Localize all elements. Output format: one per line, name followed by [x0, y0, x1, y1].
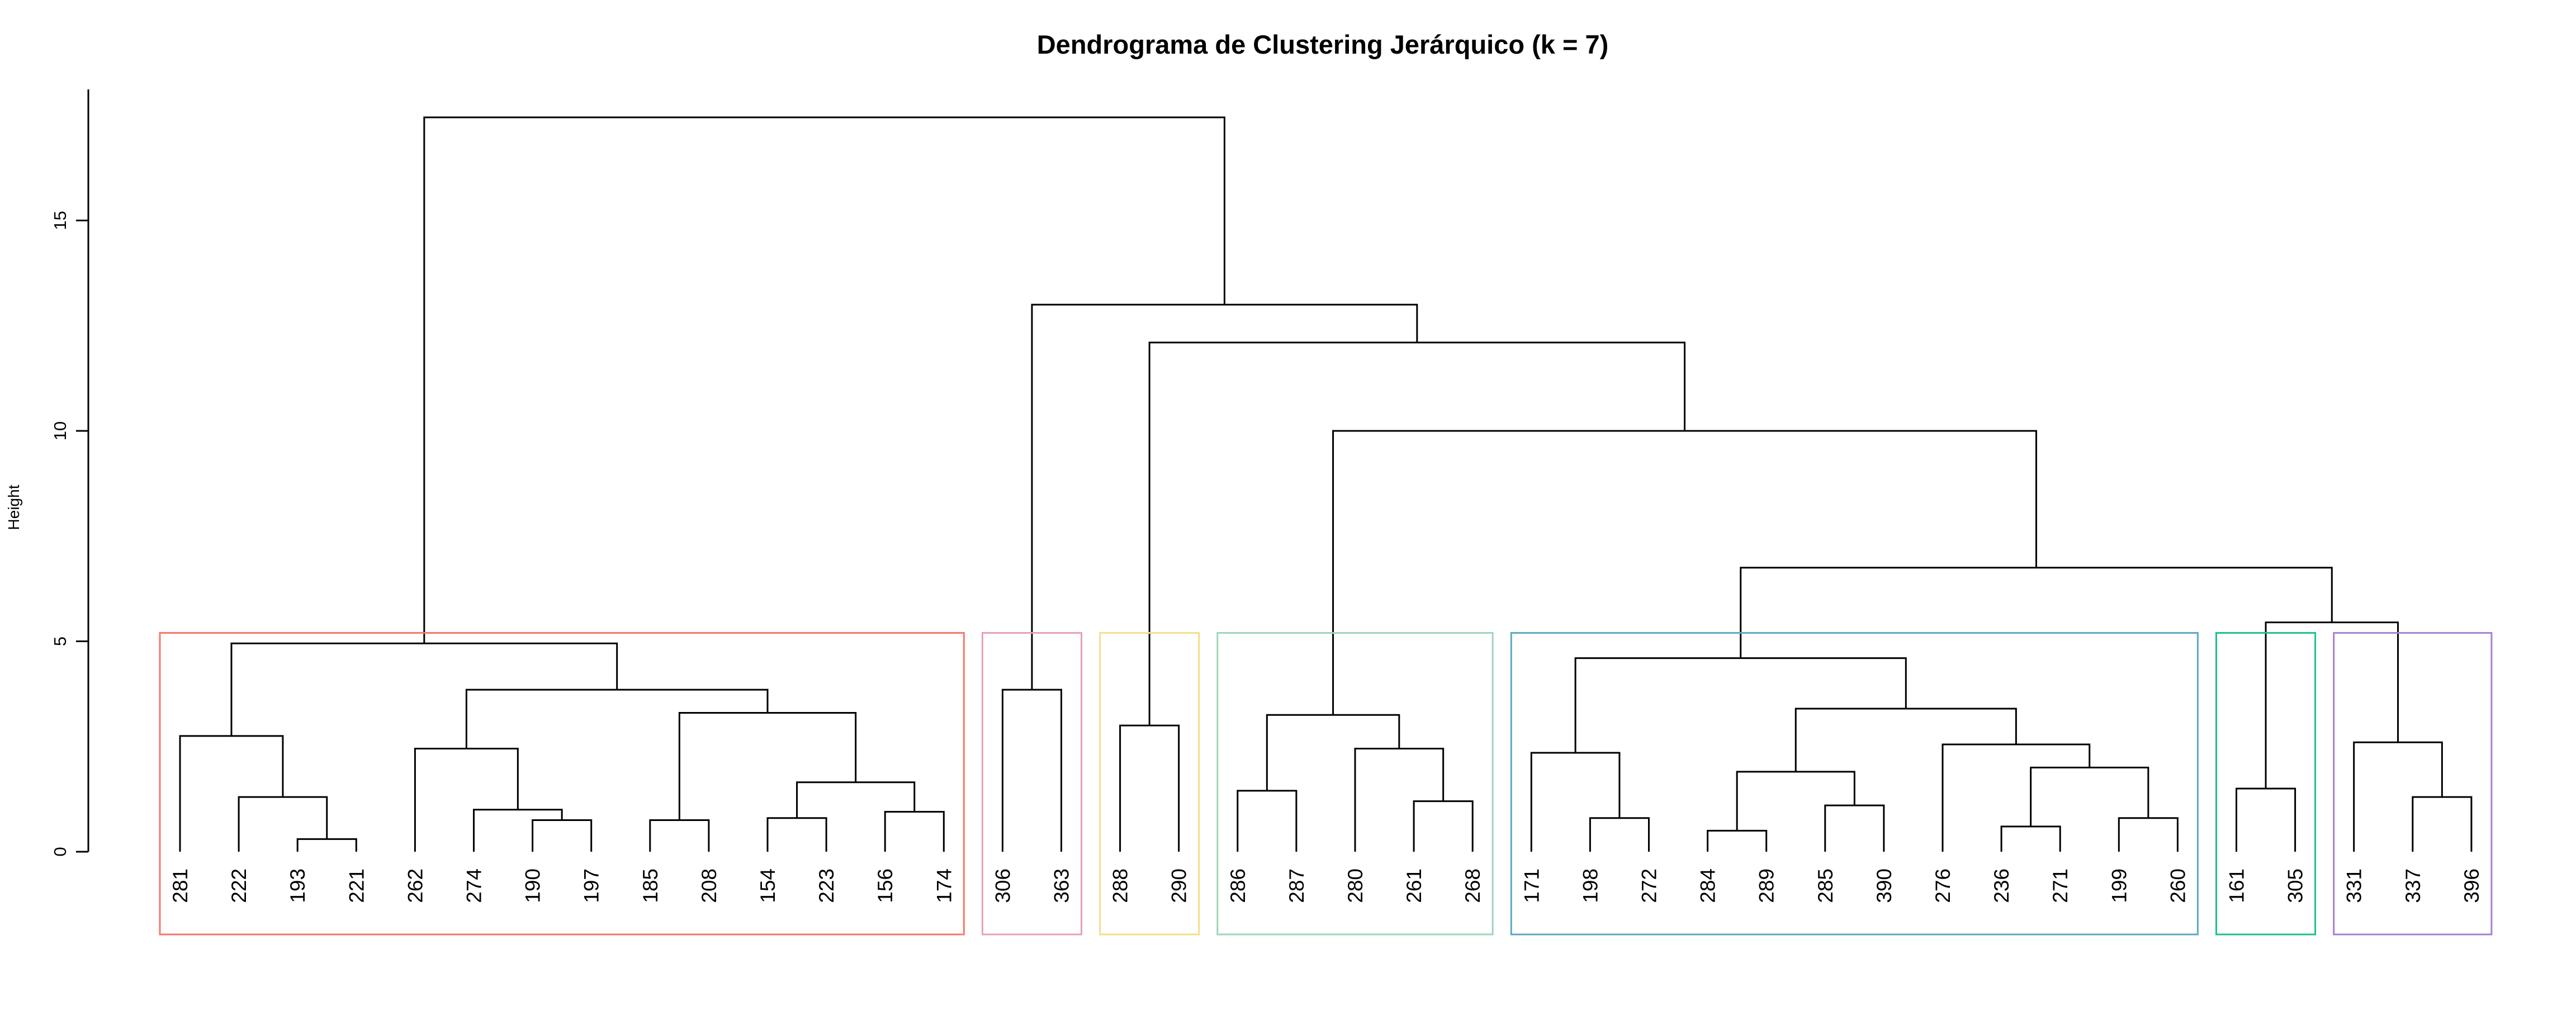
leaf-label: 288 [1109, 868, 1132, 903]
leaf-label: 156 [874, 868, 897, 903]
dendrogram-branch [1942, 743, 2091, 852]
leaf-label: 208 [698, 868, 721, 903]
dendrogram-branch [1589, 817, 1650, 852]
leaf-label: 174 [932, 868, 955, 903]
leaf-label: 161 [2225, 868, 2248, 903]
leaf-label: 363 [1050, 868, 1073, 903]
dendrogram-branch [532, 819, 593, 852]
leaf-label: 271 [2049, 868, 2072, 903]
leaf-label: 337 [2402, 868, 2425, 903]
dendrogram-branch [1148, 341, 1686, 726]
dendrogram-branch [1031, 303, 1418, 690]
leaf-label: 262 [404, 868, 427, 903]
y-tick-label: 10 [50, 421, 70, 440]
dendrogram-branch [678, 712, 857, 820]
dendrogram-branch [1119, 724, 1180, 852]
leaf-label: 290 [1168, 868, 1191, 903]
leaf-label: 331 [2343, 868, 2366, 903]
leaf-label: 281 [169, 868, 192, 903]
leaf-label: 390 [1873, 868, 1896, 903]
dendrogram-branch [238, 796, 328, 852]
dendrogram-branch [1574, 657, 1907, 753]
dendrogram-branch [2118, 817, 2179, 852]
dendrogram-branch [1707, 829, 1768, 852]
leaf-label: 222 [228, 868, 250, 903]
chart-title: Dendrograma de Clustering Jerárquico (k … [1037, 30, 1609, 59]
dendrogram-branch [1266, 714, 1400, 791]
dendrogram-branch [884, 810, 945, 852]
leaf-label: 260 [2166, 868, 2189, 903]
leaf-labels: 281 222 193 221 262 274 190 197 185 208 154 223 156 1… [169, 868, 2483, 903]
y-tick-label: 0 [50, 847, 70, 856]
dendrogram-branch [1740, 567, 2333, 658]
leaf-label: 274 [463, 868, 486, 903]
leaf-label: 193 [286, 868, 309, 903]
dendrogram-branch [1413, 800, 1474, 852]
dendrogram-branch [423, 116, 1225, 644]
leaf-label: 236 [1990, 868, 2013, 903]
y-tick-label: 5 [50, 637, 70, 646]
leaf-label: 154 [756, 868, 779, 903]
leaf-label: 285 [1814, 868, 1837, 903]
dendrogram-branch [1354, 748, 1445, 852]
y-axis-label: Height [5, 485, 22, 530]
leaf-label: 306 [991, 868, 1014, 903]
dendrogram-branch [1332, 430, 2037, 715]
y-tick-label: 15 [50, 211, 70, 230]
dendrogram-branch [1824, 804, 1885, 852]
leaf-label: 171 [1520, 868, 1543, 903]
dendrogram-branch [1736, 771, 1855, 831]
dendrogram-branch [766, 817, 827, 852]
dendrogram-branch [2265, 621, 2399, 789]
leaf-label: 305 [2284, 868, 2307, 903]
dendrogram-branch [1794, 708, 2017, 772]
dendrogram-branch [1237, 790, 1298, 852]
cluster-rect-2 [981, 632, 1083, 936]
cluster-rect-1 [159, 632, 965, 936]
cluster-rectangles [159, 632, 2493, 936]
dendrogram-branch [179, 735, 284, 852]
cluster-rect-5 [1510, 632, 2199, 936]
dendrogram-branch [230, 642, 618, 736]
leaf-label: 197 [580, 868, 603, 903]
leaf-label: 286 [1227, 868, 1249, 903]
dendrogram-branch [473, 809, 563, 852]
dendrogram-branch [414, 748, 519, 852]
dendrogram-branch [2412, 796, 2473, 852]
dendrogram-branches [179, 116, 2473, 852]
cluster-rect-4 [1216, 632, 1494, 936]
cluster-rect-6 [2215, 632, 2317, 936]
leaf-label: 287 [1285, 868, 1308, 903]
dendrogram-branch [296, 838, 357, 852]
leaf-label: 221 [345, 868, 368, 903]
leaf-label: 276 [1931, 868, 1954, 903]
dendrogram-branch [796, 781, 916, 818]
cluster-rect-3 [1099, 632, 1200, 936]
dendrogram-branch [1001, 689, 1062, 852]
dendrogram-branch [465, 689, 769, 749]
leaf-label: 268 [1461, 868, 1484, 903]
leaf-label: 185 [639, 868, 662, 903]
leaf-label: 223 [815, 868, 838, 903]
leaf-label: 199 [2108, 868, 2130, 903]
leaf-label: 396 [2460, 868, 2483, 903]
y-axis: 0 5 10 15 [50, 89, 89, 857]
dendrogram-branch [649, 819, 710, 852]
leaf-label: 289 [1755, 868, 1778, 903]
dendrogram-branch [1530, 752, 1621, 852]
leaf-label: 190 [522, 868, 544, 903]
dendrogram-branch [2236, 787, 2296, 852]
dendrogram-branch [2000, 825, 2061, 852]
leaf-label: 261 [1403, 868, 1426, 903]
leaf-label: 280 [1344, 868, 1367, 903]
cluster-rect-7 [2333, 632, 2493, 936]
leaf-label: 272 [1638, 868, 1661, 903]
leaf-label: 198 [1579, 868, 1602, 903]
leaf-label: 284 [1697, 868, 1720, 903]
